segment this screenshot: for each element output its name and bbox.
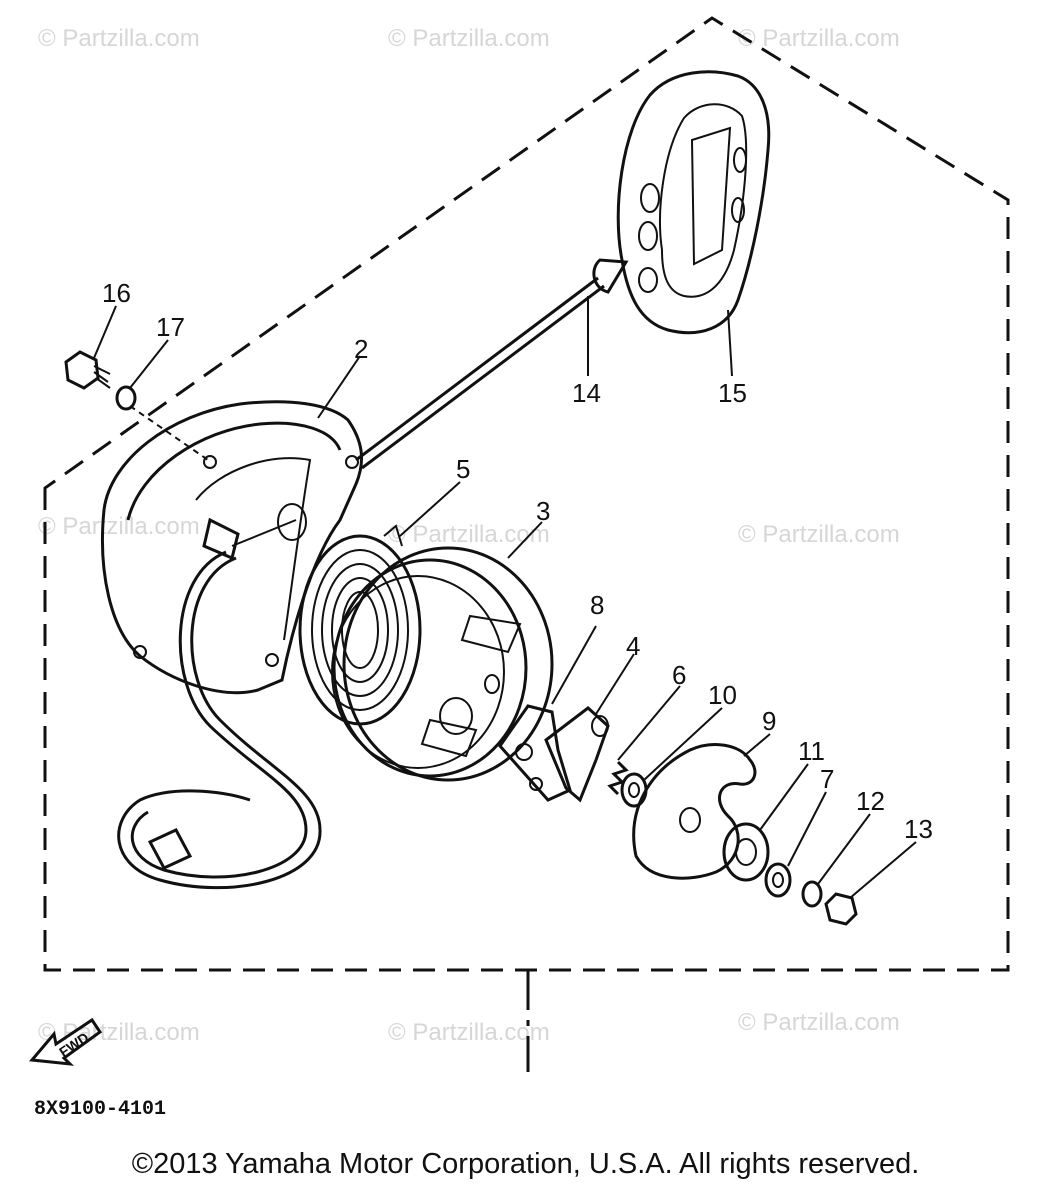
watermark: © Partzilla.com <box>388 25 550 52</box>
part-code: 8X9100-4101 <box>34 1098 166 1121</box>
bolt-washer <box>115 385 137 411</box>
watermark: © Partzilla.com <box>738 521 900 548</box>
drive-plate <box>632 743 757 880</box>
callout-17: 17 <box>156 312 185 342</box>
callout-3: 3 <box>536 496 550 526</box>
leader-lines <box>93 296 917 899</box>
callout-14: 14 <box>572 378 601 408</box>
callout-5: 5 <box>456 454 470 484</box>
starter-rope <box>355 258 629 470</box>
watermark: © Partzilla.com <box>38 513 200 540</box>
callout-11: 11 <box>798 736 825 766</box>
starter-case <box>101 400 363 695</box>
watermark: © Partzilla.com <box>38 1019 200 1046</box>
callout-10: 10 <box>708 680 737 710</box>
callout-16: 16 <box>102 278 131 308</box>
ratchet-pawl <box>498 704 572 802</box>
watermark: © Partzilla.com <box>738 25 900 52</box>
callout-12: 12 <box>856 786 885 816</box>
washer-7 <box>764 862 792 898</box>
starter-handle <box>616 70 771 335</box>
hex-nut <box>824 892 858 926</box>
callout-6: 6 <box>672 660 686 690</box>
bolt <box>64 350 111 390</box>
friction-washer <box>722 822 770 882</box>
assembly-boundary <box>43 16 1010 972</box>
callout-13: 13 <box>904 814 933 844</box>
pawl-spring <box>607 760 629 796</box>
watermark: © Partzilla.com <box>738 1009 900 1036</box>
watermark: © Partzilla.com <box>38 25 200 52</box>
callout-labels: 2 3 4 5 6 7 8 9 10 11 12 13 14 15 16 17 <box>102 278 933 844</box>
callout-15: 15 <box>718 378 747 408</box>
pawl-guide <box>544 706 610 803</box>
callout-7: 7 <box>820 764 834 794</box>
watermark-layer: © Partzilla.com © Partzilla.com © Partzi… <box>38 25 900 1046</box>
callout-4: 4 <box>626 631 640 661</box>
washer-10 <box>620 772 648 808</box>
callout-9: 9 <box>762 706 776 736</box>
callout-8: 8 <box>590 590 604 620</box>
watermark: © Partzilla.com <box>388 1019 550 1046</box>
callout-2: 2 <box>354 334 368 364</box>
lock-washer <box>801 880 823 908</box>
copyright-notice: ©2013 Yamaha Motor Corporation, U.S.A. A… <box>131 1148 920 1180</box>
sheave-drum <box>331 546 554 782</box>
stop-switch-cable <box>117 550 322 890</box>
